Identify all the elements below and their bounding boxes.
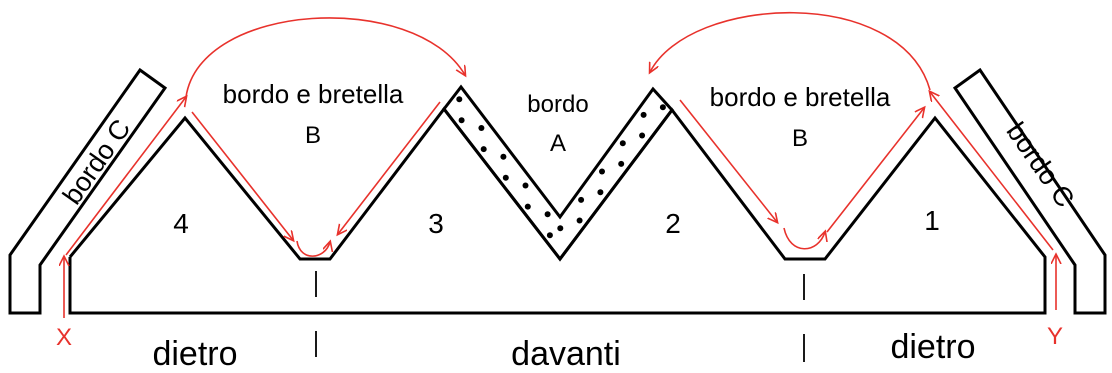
label-bordo-c-left: bordo C: [57, 114, 137, 210]
label-bordo-bretella-right-1: bordo e bretella: [710, 82, 891, 112]
bordo-a-dot: [618, 160, 625, 167]
bordo-a-dot: [500, 153, 507, 160]
marker-x: X: [56, 324, 72, 351]
bordo-a-dot: [522, 182, 529, 189]
bordo-c-left-strip: [8, 67, 168, 315]
bordo-a-dots: [456, 96, 666, 239]
bordo-a-dot: [546, 232, 553, 239]
bordo-a-dot: [597, 189, 604, 196]
bordo-c-right-strip: [952, 67, 1107, 315]
arrow-right-diagonal-up: [930, 92, 1054, 251]
label-dietro-right: dietro: [890, 328, 975, 366]
bordo-a-dot: [599, 168, 605, 175]
marker-y: Y: [1047, 323, 1063, 350]
arrow-left-diagonal-up: [65, 97, 186, 256]
bordo-a-dot: [544, 211, 551, 218]
arrow-left-arc: [185, 17, 465, 98]
label-bordo-a-2: A: [550, 130, 566, 157]
sewing-arrows: [64, 11, 1056, 318]
label-panel-1: 1: [924, 205, 940, 236]
garment-outline: [68, 106, 1047, 315]
arrow-right-valley-hook: [783, 227, 825, 250]
arrow-panel4-down: [191, 111, 293, 240]
label-bordo-a-1: bordo: [527, 91, 588, 118]
label-bordo-bretella-right-2: B: [792, 125, 808, 152]
bordo-a-dot: [480, 146, 487, 153]
bordo-a-dot: [578, 196, 585, 203]
arrow-panel1-up: [826, 108, 924, 233]
arrow-panel2-down: [679, 99, 777, 222]
bordo-a-dot: [478, 125, 485, 131]
bordo-a-dot: [524, 203, 531, 210]
arrow-panel3-down: [338, 101, 441, 234]
label-davanti: davanti: [511, 335, 621, 373]
label-panel-3: 3: [428, 208, 444, 239]
bordo-a-dot: [576, 217, 583, 224]
arrow-left-valley-hook: [296, 241, 330, 257]
label-panel-2: 2: [665, 208, 681, 239]
bordo-a-dot: [640, 111, 647, 118]
arrow-right-arc: [650, 11, 931, 91]
bordo-a-dot: [502, 174, 509, 181]
bordo-a-dot: [458, 117, 465, 124]
label-dietro-left: dietro: [152, 335, 237, 373]
bordo-a-dot: [619, 140, 626, 147]
bordo-a-dot: [557, 225, 564, 232]
bordo-a-dot: [456, 96, 463, 103]
bordo-a-dot: [659, 104, 666, 111]
bordo-a-dot: [639, 132, 646, 139]
label-bordo-bretella-left-2: B: [305, 122, 321, 149]
label-panel-4: 4: [173, 208, 189, 239]
label-bordo-bretella-left-1: bordo e bretella: [223, 79, 404, 109]
